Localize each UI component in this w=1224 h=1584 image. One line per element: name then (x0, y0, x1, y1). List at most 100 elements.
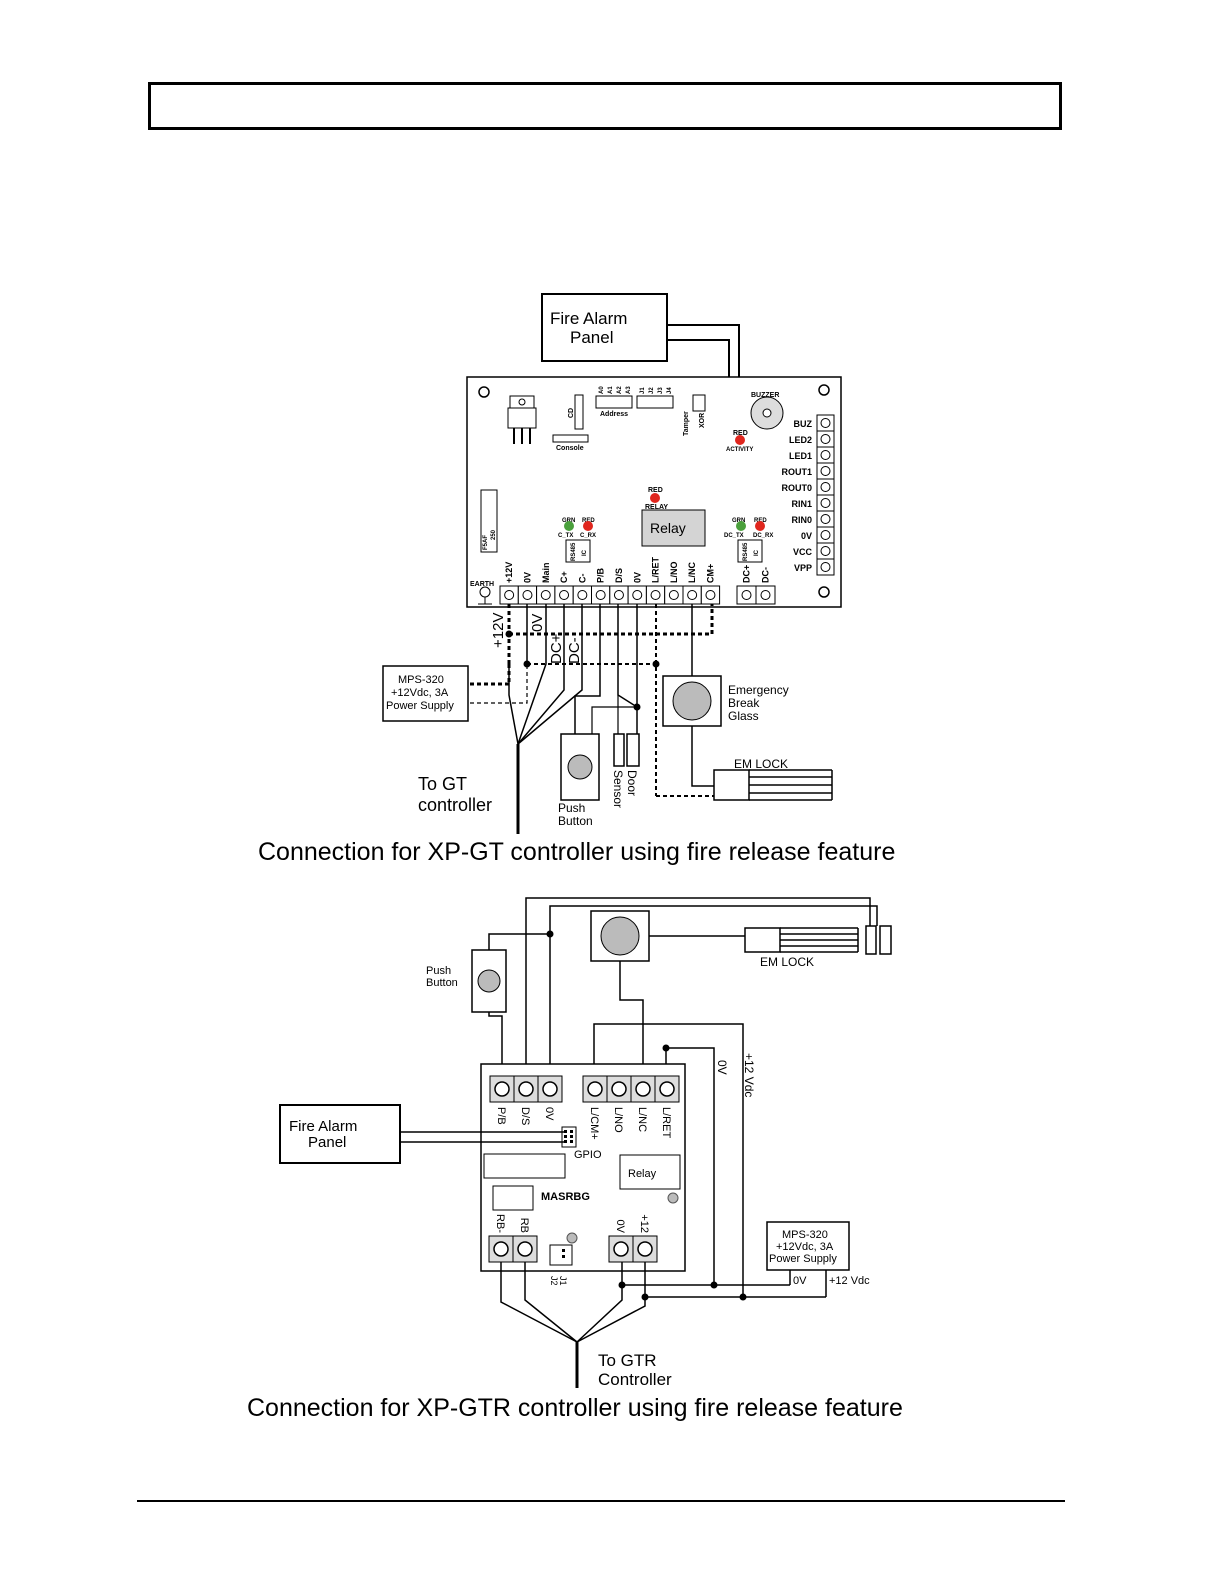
gtr-terminal-label-12: +12 (638, 1214, 650, 1233)
gtr-masrbg-label: MASRBG (541, 1191, 590, 1203)
gtr-terminal-rb: RB (512, 1218, 538, 1263)
svg-text:J1: J1 (558, 1276, 568, 1286)
gt-terminal-label-vcc: VCC (793, 547, 813, 557)
svg-text:RS485: RS485 (571, 542, 577, 561)
svg-text:Button: Button (426, 977, 458, 989)
gtr-em-lock (744, 927, 859, 953)
gt-fire-alarm-panel-box (541, 293, 668, 362)
svg-text:To GT: To GT (418, 774, 467, 794)
svg-text:A0: A0 (599, 386, 605, 394)
svg-text:J1: J1 (640, 387, 646, 394)
gtr-door-sensor-magnet (879, 925, 892, 955)
svg-text:C_RX: C_RX (580, 533, 596, 539)
gt-em-lock-label: EM LOCK (734, 757, 788, 771)
gt-activity-led (735, 435, 745, 445)
svg-text:GRN: GRN (562, 518, 575, 524)
gt-sensor-label: Sensor (611, 770, 625, 808)
gt-wiring (470, 604, 714, 834)
gt-terminal-dc: DC- (755, 567, 776, 605)
gt-terminal-label-vpp: VPP (794, 563, 812, 573)
gtr-caption: Connection for XP-GTR controller using f… (247, 1394, 903, 1422)
gt-wire-label-dcplus: DC+ (548, 633, 565, 664)
svg-text:ACTIVITY: ACTIVITY (726, 447, 753, 453)
gtr-relay (619, 1154, 681, 1190)
gt-diagram: Fire Alarm Panel CD Console A0 A1 A (258, 293, 895, 866)
svg-text:Relay: Relay (628, 1168, 657, 1180)
gtr-terminal-label-rb: RB (518, 1218, 530, 1233)
page-header-box (148, 82, 1062, 130)
gtr-terminal-label-p-b: P/B (495, 1107, 507, 1125)
gt-terminal-label-l-ret-8: L/RET (651, 556, 661, 583)
gt-terminal-label-0v-1: 0V (522, 572, 532, 583)
svg-text:RED: RED (754, 518, 767, 524)
gt-terminal-buz: BUZ (794, 414, 835, 432)
gt-terminal-label-12v-0: +12V (504, 562, 514, 583)
gtr-top-left-terminal-strip: P/B D/S 0V (489, 1075, 563, 1125)
gt-terminal-label-l-no-9: L/NO (669, 562, 679, 584)
gtr-psu-0v-label: 0V (793, 1275, 807, 1287)
svg-text:Panel: Panel (308, 1134, 346, 1151)
gtr-jumper-j1-j2 (549, 1244, 573, 1266)
svg-text:Glass: Glass (728, 709, 759, 723)
svg-text:IC: IC (582, 549, 588, 556)
gt-dc-rx-led (755, 521, 765, 531)
gt-dc-tx-led (736, 521, 746, 531)
svg-text:DC_TX: DC_TX (724, 533, 744, 539)
svg-text:MPS-320: MPS-320 (398, 674, 444, 686)
gtr-terminal-d-s: D/S (513, 1075, 539, 1125)
gt-terminal-main-2: Main (536, 562, 556, 605)
gt-em-lock (713, 769, 833, 801)
gt-terminal-0v-7: 0V (627, 572, 647, 605)
gt-terminal-label-0v: 0V (801, 531, 812, 541)
gt-terminal-label-dc: DC+ (742, 565, 752, 583)
gtr-door-sensor-reed (865, 925, 877, 955)
gt-terminal-label-d-s-6: D/S (614, 568, 624, 583)
gt-terminal-label-dc: DC- (761, 567, 771, 583)
svg-text:Break: Break (728, 696, 760, 710)
gtr-terminal-p-b: P/B (489, 1075, 515, 1125)
gt-dc-terminal-strip: DC+ DC- (736, 565, 776, 605)
gt-terminal-label-rout0: ROUT0 (781, 483, 812, 493)
gt-terminal-cm-11: CM+ (700, 564, 721, 605)
gt-terminal-label-rout1: ROUT1 (781, 467, 812, 477)
gt-terminal-label-rin1: RIN1 (791, 499, 812, 509)
gtr-terminal-label-l-ret: L/RET (660, 1107, 672, 1138)
gtr-terminal-label-0v: 0V (614, 1220, 626, 1234)
gt-terminal-label-0v-7: 0V (632, 572, 642, 583)
gt-terminal-dc: DC+ (736, 565, 757, 605)
gt-voltage-regulator (507, 395, 537, 444)
gtr-bottom-right-terminal-strip: 0V +12 (608, 1214, 658, 1263)
gt-terminal-l-no-9: L/NO (664, 562, 684, 605)
gt-buzzer-label: BUZZER (751, 392, 779, 399)
gt-terminal-label-rin0: RIN0 (791, 515, 812, 525)
gtr-terminal-0v: 0V (608, 1220, 634, 1263)
svg-text:A2: A2 (617, 386, 623, 394)
gt-address-jumpers: A0 A1 A2 A3 J1 J2 J3 J4 Address (595, 386, 674, 418)
gtr-terminal-0v: 0V (537, 1075, 563, 1121)
gt-relay (641, 509, 706, 547)
gt-wire-label-12v: +12V (490, 613, 507, 648)
gt-terminal-rout0: ROUT0 (781, 478, 835, 496)
svg-text:J2: J2 (549, 1276, 559, 1286)
gt-terminal-0v: 0V (801, 526, 835, 544)
svg-text:C_TX: C_TX (558, 533, 573, 539)
svg-text:J4: J4 (667, 387, 673, 394)
gt-terminal-label-led1: LED1 (789, 451, 812, 461)
svg-text:Push: Push (426, 965, 451, 977)
gt-door-sensor-magnet (626, 733, 640, 767)
svg-text:controller: controller (418, 795, 492, 815)
gtr-em-lock-label: EM LOCK (760, 955, 814, 969)
gtr-terminal-label-d-s: D/S (519, 1107, 531, 1125)
svg-text:Emergency: Emergency (728, 683, 789, 697)
gt-terminal-led2: LED2 (789, 430, 835, 448)
gt-terminal-label-c-3: C+ (559, 571, 569, 583)
gtr-wire-label-0v: 0V (715, 1060, 729, 1075)
gtr-terminal-label-rb: RB- (494, 1214, 506, 1233)
gt-xor-label: XOR (699, 413, 706, 428)
gt-wire-label-0v: 0V (529, 614, 546, 632)
gt-fuse (480, 489, 498, 553)
